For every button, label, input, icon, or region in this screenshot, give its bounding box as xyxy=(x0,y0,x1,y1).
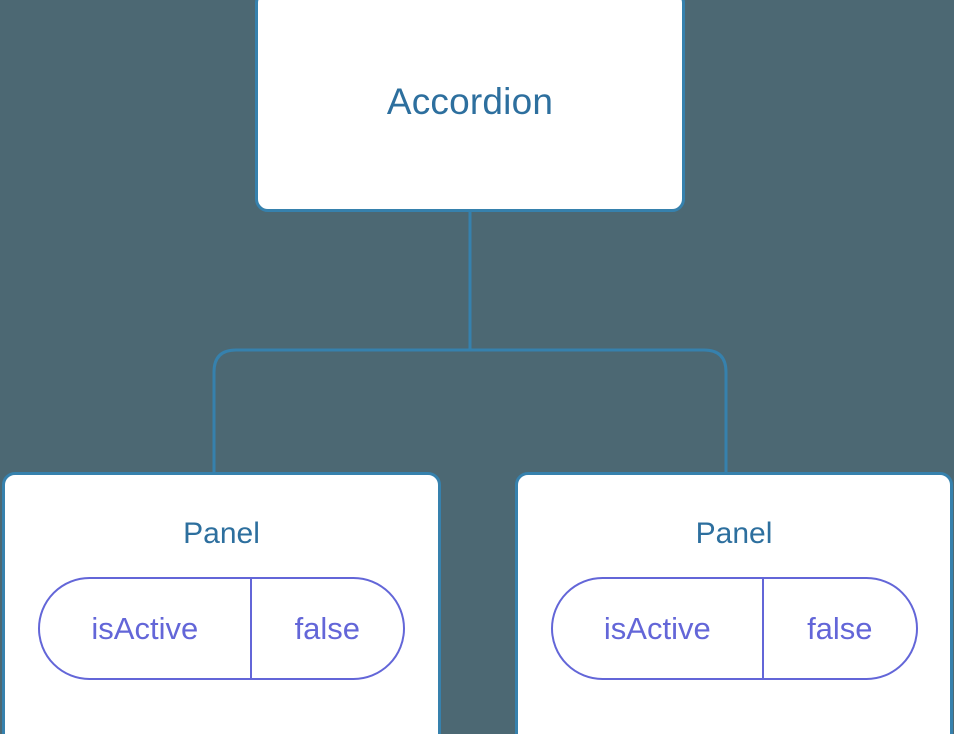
node-panel-left[interactable]: Panel isActive false xyxy=(2,472,441,734)
state-pill-value: false xyxy=(807,611,873,646)
state-pill-panel-right[interactable]: isActive false xyxy=(550,577,918,680)
state-pill-key: isActive xyxy=(553,579,765,678)
edge-root-to-panel-left xyxy=(212,348,470,474)
node-panel-right-label: Panel xyxy=(695,517,773,550)
node-panel-right[interactable]: Panel isActive false xyxy=(515,472,953,734)
node-accordion[interactable]: Accordion xyxy=(255,0,685,212)
node-panel-left-label: Panel xyxy=(183,517,260,550)
edge-root-to-panel-right xyxy=(470,348,728,474)
state-pill-panel-left[interactable]: isActive false xyxy=(38,577,405,680)
node-accordion-label: Accordion xyxy=(386,80,554,122)
state-pill-key: isActive xyxy=(40,579,252,678)
state-pill-value: false xyxy=(294,611,361,646)
